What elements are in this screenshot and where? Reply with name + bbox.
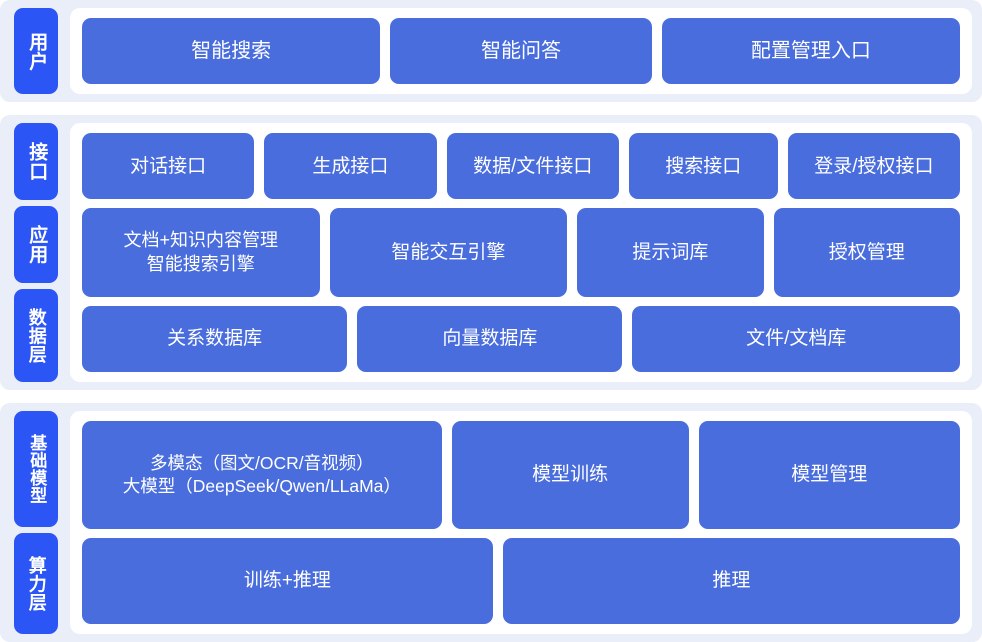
tag-column-foundation: 基础模型 算力层: [14, 411, 58, 634]
section-foundation: 基础模型 算力层 多模态（图文/OCR/音视频） 大模型（DeepSeek/Qw…: [0, 403, 982, 642]
box-training-plus-inference[interactable]: 训练+推理: [82, 537, 493, 625]
box-prompt-library[interactable]: 提示词库: [577, 208, 764, 297]
box-vector-database[interactable]: 向量数据库: [357, 305, 623, 373]
section-middle: 接口 应用 数据层 对话接口 生成接口 数据/文件接口 搜索接口 登录/授权接口…: [0, 115, 982, 390]
box-model-management[interactable]: 模型管理: [698, 421, 960, 529]
box-data-file-api[interactable]: 数据/文件接口: [446, 133, 619, 200]
box-multimodal-large-model[interactable]: 多模态（图文/OCR/音视频） 大模型（DeepSeek/Qwen/LLaMa）: [82, 421, 442, 529]
row-user-entries: 智能搜索 智能问答 配置管理入口: [82, 18, 960, 84]
tag-column-user: 用户: [14, 8, 58, 94]
row-model: 多模态（图文/OCR/音视频） 大模型（DeepSeek/Qwen/LLaMa）…: [82, 421, 960, 529]
box-generation-api[interactable]: 生成接口: [264, 133, 437, 200]
layer-tag-foundation-model[interactable]: 基础模型: [14, 411, 58, 527]
box-config-management-entry[interactable]: 配置管理入口: [661, 18, 960, 84]
card-foundation: 多模态（图文/OCR/音视频） 大模型（DeepSeek/Qwen/LLaMa）…: [70, 411, 972, 634]
section-user: 用户 智能搜索 智能问答 配置管理入口: [0, 0, 982, 102]
box-file-document-store[interactable]: 文件/文档库: [632, 305, 960, 373]
layer-tag-data[interactable]: 数据层: [14, 288, 58, 382]
layer-tag-user[interactable]: 用户: [14, 8, 58, 94]
layer-tag-application[interactable]: 应用: [14, 205, 58, 283]
box-login-auth-api[interactable]: 登录/授权接口: [787, 133, 960, 200]
box-search-api[interactable]: 搜索接口: [628, 133, 778, 200]
tag-column-middle: 接口 应用 数据层: [14, 123, 58, 382]
box-dialog-api[interactable]: 对话接口: [82, 133, 255, 200]
box-authorization-management[interactable]: 授权管理: [773, 208, 960, 297]
row-application: 文档+知识内容管理 智能搜索引擎 智能交互引擎 提示词库 授权管理: [82, 208, 960, 297]
row-data: 关系数据库 向量数据库 文件/文档库: [82, 305, 960, 373]
box-smart-search[interactable]: 智能搜索: [82, 18, 381, 84]
box-smart-qa[interactable]: 智能问答: [390, 18, 652, 84]
card-user: 智能搜索 智能问答 配置管理入口: [70, 8, 972, 94]
box-smart-interaction-engine[interactable]: 智能交互引擎: [329, 208, 568, 297]
card-middle: 对话接口 生成接口 数据/文件接口 搜索接口 登录/授权接口 文档+知识内容管理…: [70, 123, 972, 382]
layer-tag-interface[interactable]: 接口: [14, 123, 58, 200]
box-relational-database[interactable]: 关系数据库: [82, 305, 348, 373]
row-compute: 训练+推理 推理: [82, 537, 960, 625]
box-doc-knowledge-management[interactable]: 文档+知识内容管理 智能搜索引擎: [82, 208, 320, 297]
layer-tag-compute[interactable]: 算力层: [14, 532, 58, 634]
box-model-training[interactable]: 模型训练: [451, 421, 689, 529]
row-interface: 对话接口 生成接口 数据/文件接口 搜索接口 登录/授权接口: [82, 133, 960, 200]
box-inference[interactable]: 推理: [502, 537, 960, 625]
